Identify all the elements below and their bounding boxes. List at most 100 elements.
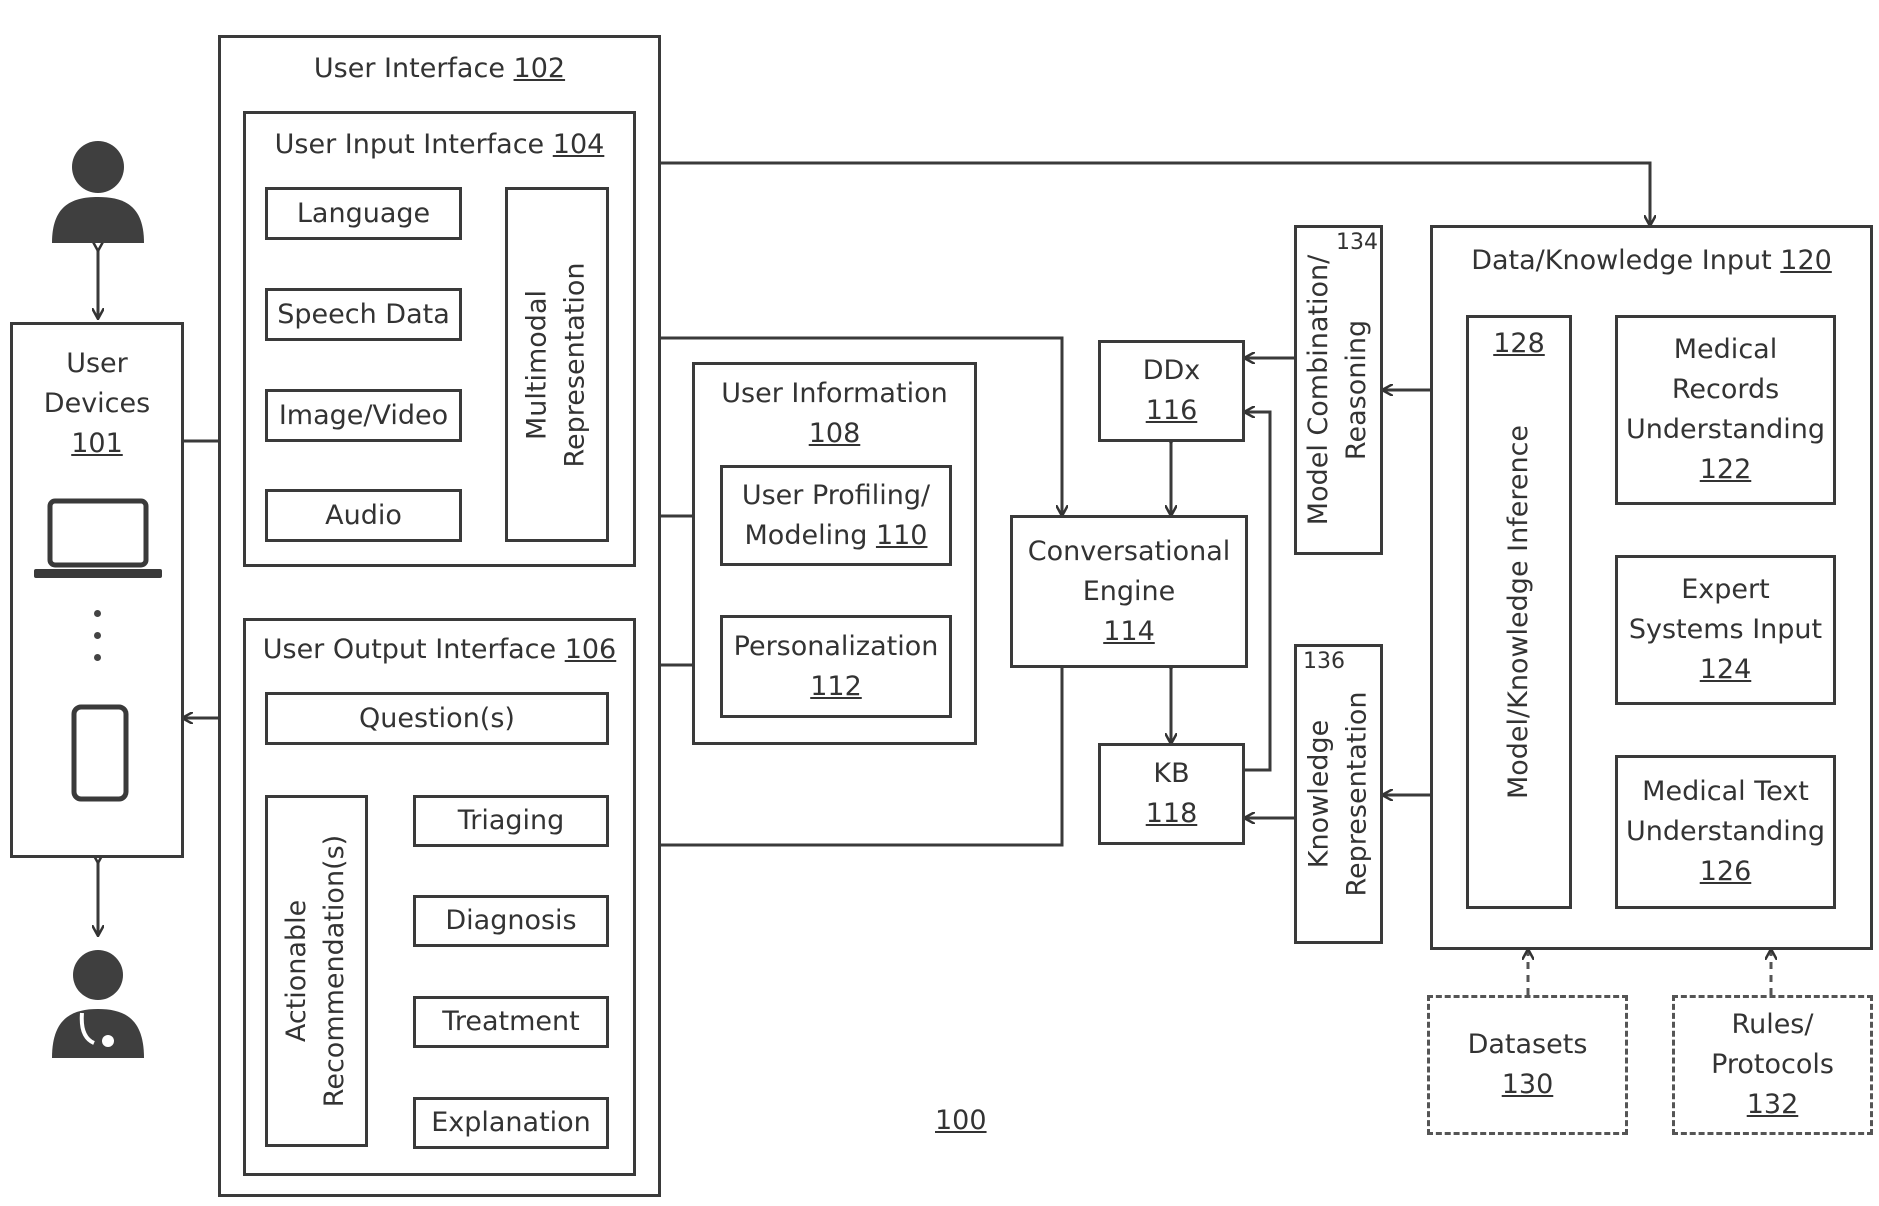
rules-line2: Protocols xyxy=(1711,1045,1834,1085)
conversational-engine-box: Conversational Engine 114 xyxy=(1010,515,1248,668)
datasets-box: Datasets 130 xyxy=(1427,995,1628,1135)
input-language-box: Language xyxy=(265,187,462,240)
ddx-ref: 116 xyxy=(1146,391,1198,431)
conversational-engine-line1: Conversational xyxy=(1028,532,1231,572)
user-output-interface-ref: 106 xyxy=(565,634,617,665)
rules-line1: Rules/ xyxy=(1732,1005,1814,1045)
laptop-icon xyxy=(28,495,168,585)
kb-title: KB xyxy=(1153,754,1189,794)
input-speech-label: Speech Data xyxy=(268,291,459,338)
question-label: Question(s) xyxy=(268,695,606,742)
actionable-recommendations-box: Actionable Recommendation(s) xyxy=(265,795,368,1147)
model-combination-line2: Reasoning xyxy=(1342,320,1373,460)
input-language-label: Language xyxy=(268,190,459,237)
multimodal-line1: Multimodal xyxy=(522,290,553,440)
ddx-box: DDx 116 xyxy=(1098,340,1245,442)
expert-systems-line1: Expert xyxy=(1681,570,1769,610)
output-explanation-box: Explanation xyxy=(413,1097,609,1149)
user-profiling-line2: Modeling 110 xyxy=(745,516,928,556)
medical-records-ref: 122 xyxy=(1700,450,1752,490)
knowledge-representation-label: Knowledge Representation xyxy=(1301,691,1377,896)
model-combination-ref: 134 xyxy=(1336,230,1378,255)
data-knowledge-input-title-text: Data/Knowledge Input xyxy=(1471,245,1771,276)
model-inference-ref: 128 xyxy=(1469,328,1569,359)
user-input-interface-title: User Input Interface 104 xyxy=(246,126,633,164)
knowledge-representation-box: Knowledge Representation 136 xyxy=(1294,644,1383,944)
model-combination-label: Model Combination/ Reasoning xyxy=(1301,255,1377,525)
datasets-label: Datasets 130 xyxy=(1430,998,1625,1132)
medical-records-line2: Records xyxy=(1672,370,1779,410)
user-information-ref: 108 xyxy=(695,415,974,453)
input-audio-box: Audio xyxy=(265,489,462,542)
output-triaging-label: Triaging xyxy=(416,798,606,844)
multimodal-representation-box: Multimodal Representation xyxy=(505,187,609,542)
user-devices-label-2: Devices xyxy=(13,385,181,423)
medical-text-line1: Medical Text xyxy=(1642,772,1809,812)
kb-label: KB 118 xyxy=(1101,746,1242,842)
input-image-label: Image/Video xyxy=(268,392,459,439)
knowledge-representation-line1: Knowledge xyxy=(1304,720,1335,868)
user-profiling-ref: 110 xyxy=(876,520,928,551)
conversational-engine-label: Conversational Engine 114 xyxy=(1013,518,1245,665)
user-output-interface-title: User Output Interface 106 xyxy=(246,631,633,669)
output-diagnosis-box: Diagnosis xyxy=(413,895,609,947)
personalization-ref: 112 xyxy=(810,667,862,707)
user-interface-title: User Interface 102 xyxy=(221,50,658,88)
medical-text-ref: 126 xyxy=(1700,852,1752,892)
user-profiling-box: User Profiling/ Modeling 110 xyxy=(720,465,952,566)
medical-records-label: Medical Records Understanding 122 xyxy=(1618,318,1833,502)
rules-ref: 132 xyxy=(1747,1085,1799,1125)
phone-icon xyxy=(70,703,130,803)
expert-systems-label: Expert Systems Input 124 xyxy=(1618,558,1833,702)
model-inference-label: Model/Knowledge Inference xyxy=(1500,425,1538,799)
model-inference-box: 128 Model/Knowledge Inference xyxy=(1466,315,1572,909)
kb-box: KB 118 xyxy=(1098,743,1245,845)
output-explanation-label: Explanation xyxy=(416,1100,606,1146)
medical-records-line1: Medical xyxy=(1674,330,1777,370)
personalization-box: Personalization 112 xyxy=(720,615,952,718)
figure-number: 100 xyxy=(935,1105,987,1136)
doctor-icon xyxy=(48,945,148,1060)
arrow-input-to-dki xyxy=(635,163,1650,225)
expert-systems-box: Expert Systems Input 124 xyxy=(1615,555,1836,705)
user-output-interface-title-text: User Output Interface xyxy=(263,634,556,665)
medical-text-line2: Understanding xyxy=(1626,812,1825,852)
datasets-ref: 130 xyxy=(1502,1065,1554,1105)
rules-protocols-box: Rules/ Protocols 132 xyxy=(1672,995,1873,1135)
user-interface-title-text: User Interface xyxy=(314,53,505,84)
user-profiling-line1: User Profiling/ xyxy=(742,476,930,516)
output-triaging-box: Triaging xyxy=(413,795,609,847)
conversational-engine-ref: 114 xyxy=(1103,612,1155,652)
user-input-interface-title-text: User Input Interface xyxy=(275,129,545,160)
medical-records-box: Medical Records Understanding 122 xyxy=(1615,315,1836,505)
user-profiling-label: User Profiling/ Modeling 110 xyxy=(723,468,949,563)
user-interface-ref: 102 xyxy=(514,53,566,84)
output-treatment-box: Treatment xyxy=(413,996,609,1048)
model-combination-box: Model Combination/ Reasoning 134 xyxy=(1294,225,1383,555)
medical-records-line3: Understanding xyxy=(1626,410,1825,450)
ddx-label: DDx 116 xyxy=(1101,343,1242,439)
data-knowledge-input-title: Data/Knowledge Input 120 xyxy=(1433,242,1870,280)
expert-systems-line2: Systems Input xyxy=(1629,610,1822,650)
input-speech-box: Speech Data xyxy=(265,288,462,341)
model-combination-line1: Model Combination/ xyxy=(1304,255,1335,525)
user-devices-ref: 101 xyxy=(13,425,181,463)
multimodal-representation-label: Multimodal Representation xyxy=(519,262,595,467)
arrow-kb-ddx xyxy=(1245,412,1270,770)
user-devices-box: User Devices 101 xyxy=(10,322,184,858)
medical-text-box: Medical Text Understanding 126 xyxy=(1615,755,1836,909)
user-devices-label-1: User xyxy=(13,345,181,383)
user-information-title: User Information xyxy=(695,375,974,413)
actionable-recommendations-label: Actionable Recommendation(s) xyxy=(279,835,355,1107)
multimodal-line2: Representation xyxy=(560,262,591,467)
knowledge-representation-ref: 136 xyxy=(1303,649,1345,674)
medical-text-label: Medical Text Understanding 126 xyxy=(1618,758,1833,906)
expert-systems-ref: 124 xyxy=(1700,650,1752,690)
output-diagnosis-label: Diagnosis xyxy=(416,898,606,944)
conversational-engine-line2: Engine xyxy=(1083,572,1176,612)
actionable-line1: Actionable xyxy=(282,900,313,1042)
input-audio-label: Audio xyxy=(268,492,459,539)
data-knowledge-input-ref: 120 xyxy=(1780,245,1832,276)
rules-protocols-label: Rules/ Protocols 132 xyxy=(1675,998,1870,1132)
knowledge-representation-line2: Representation xyxy=(1342,691,1373,896)
